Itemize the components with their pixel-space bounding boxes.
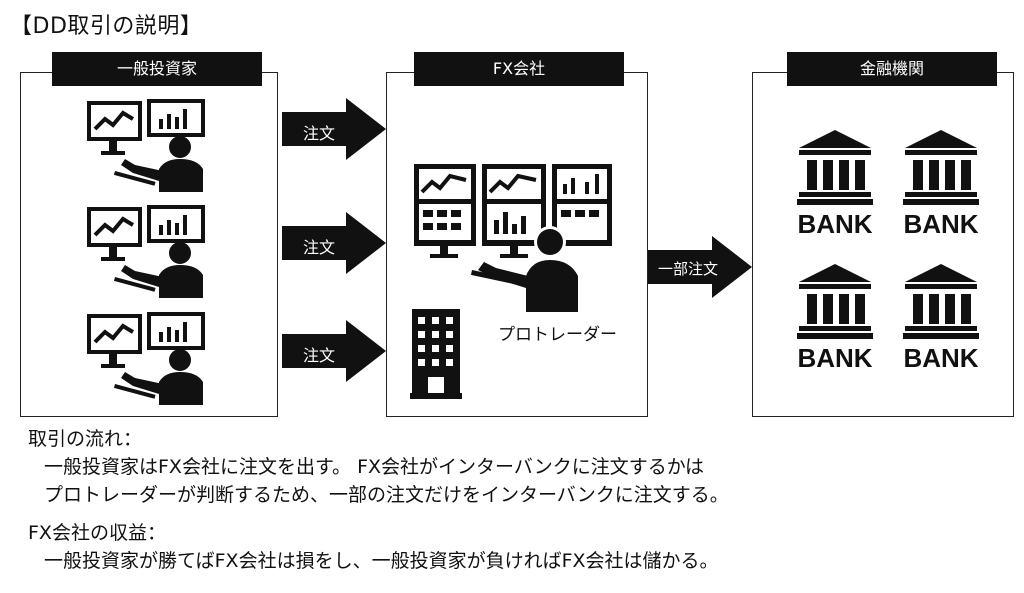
- bank-building-icon: [903, 264, 979, 339]
- profit-line-1: 一般投資家が勝てばFX会社は損をし、一般投資家が負ければFX会社は儲かる。: [44, 550, 719, 572]
- flow-heading: 取引の流れ：: [28, 428, 143, 450]
- bank-icon-2: BANK: [901, 128, 981, 238]
- investor-trader-icon-1: [87, 99, 205, 192]
- investor-trader-icon-3: [87, 312, 205, 405]
- bank-building-icon: [797, 130, 873, 205]
- bank-building-icon: [903, 130, 979, 205]
- order-arrow-icon-1: [282, 98, 386, 160]
- order-arrow-icon-2: [282, 212, 386, 274]
- pro-trader-label: プロトレーダー: [498, 325, 617, 345]
- bank-header: 金融機関: [787, 52, 997, 86]
- bank-text: BANK: [903, 209, 979, 239]
- explanation-notes: 取引の流れ： 一般投資家はFX会社に注文を出す。 FX会社がインターバンクに注文…: [28, 425, 1008, 575]
- partial-order-label: 一部注文: [657, 260, 718, 278]
- order-label-2: 注文: [302, 238, 335, 257]
- bank-text: BANK: [903, 343, 979, 373]
- order-arrow-icon-3: [282, 320, 386, 382]
- bank-building-icon: [797, 264, 873, 339]
- bank-panel: [752, 72, 1014, 417]
- page-title: 【DD取引の説明】: [10, 14, 203, 39]
- flow-line-2: プロトレーダーが判断するため、一部の注文だけをインターバンクに注文する。: [44, 484, 729, 506]
- notes-spacer: [28, 509, 1008, 519]
- investor-trader-icon-2: [87, 205, 205, 298]
- bank-icon-1: BANK: [795, 128, 875, 238]
- bank-text: BANK: [797, 209, 873, 239]
- order-label-3: 注文: [302, 346, 335, 365]
- order-label-1: 注文: [302, 124, 335, 143]
- fx-header: FX会社: [414, 52, 624, 86]
- bank-icon-4: BANK: [901, 262, 981, 372]
- partial-order-arrow-icon: [648, 236, 752, 298]
- investor-header: 一般投資家: [52, 52, 262, 86]
- flow-line-1: 一般投資家はFX会社に注文を出す。 FX会社がインターバンクに注文するかは: [44, 456, 705, 478]
- pro-trader-icon: [414, 164, 612, 312]
- bank-text: BANK: [797, 343, 873, 373]
- profit-heading: FX会社の収益：: [28, 522, 166, 544]
- office-building-icon: [410, 309, 462, 399]
- bank-icon-3: BANK: [795, 262, 875, 372]
